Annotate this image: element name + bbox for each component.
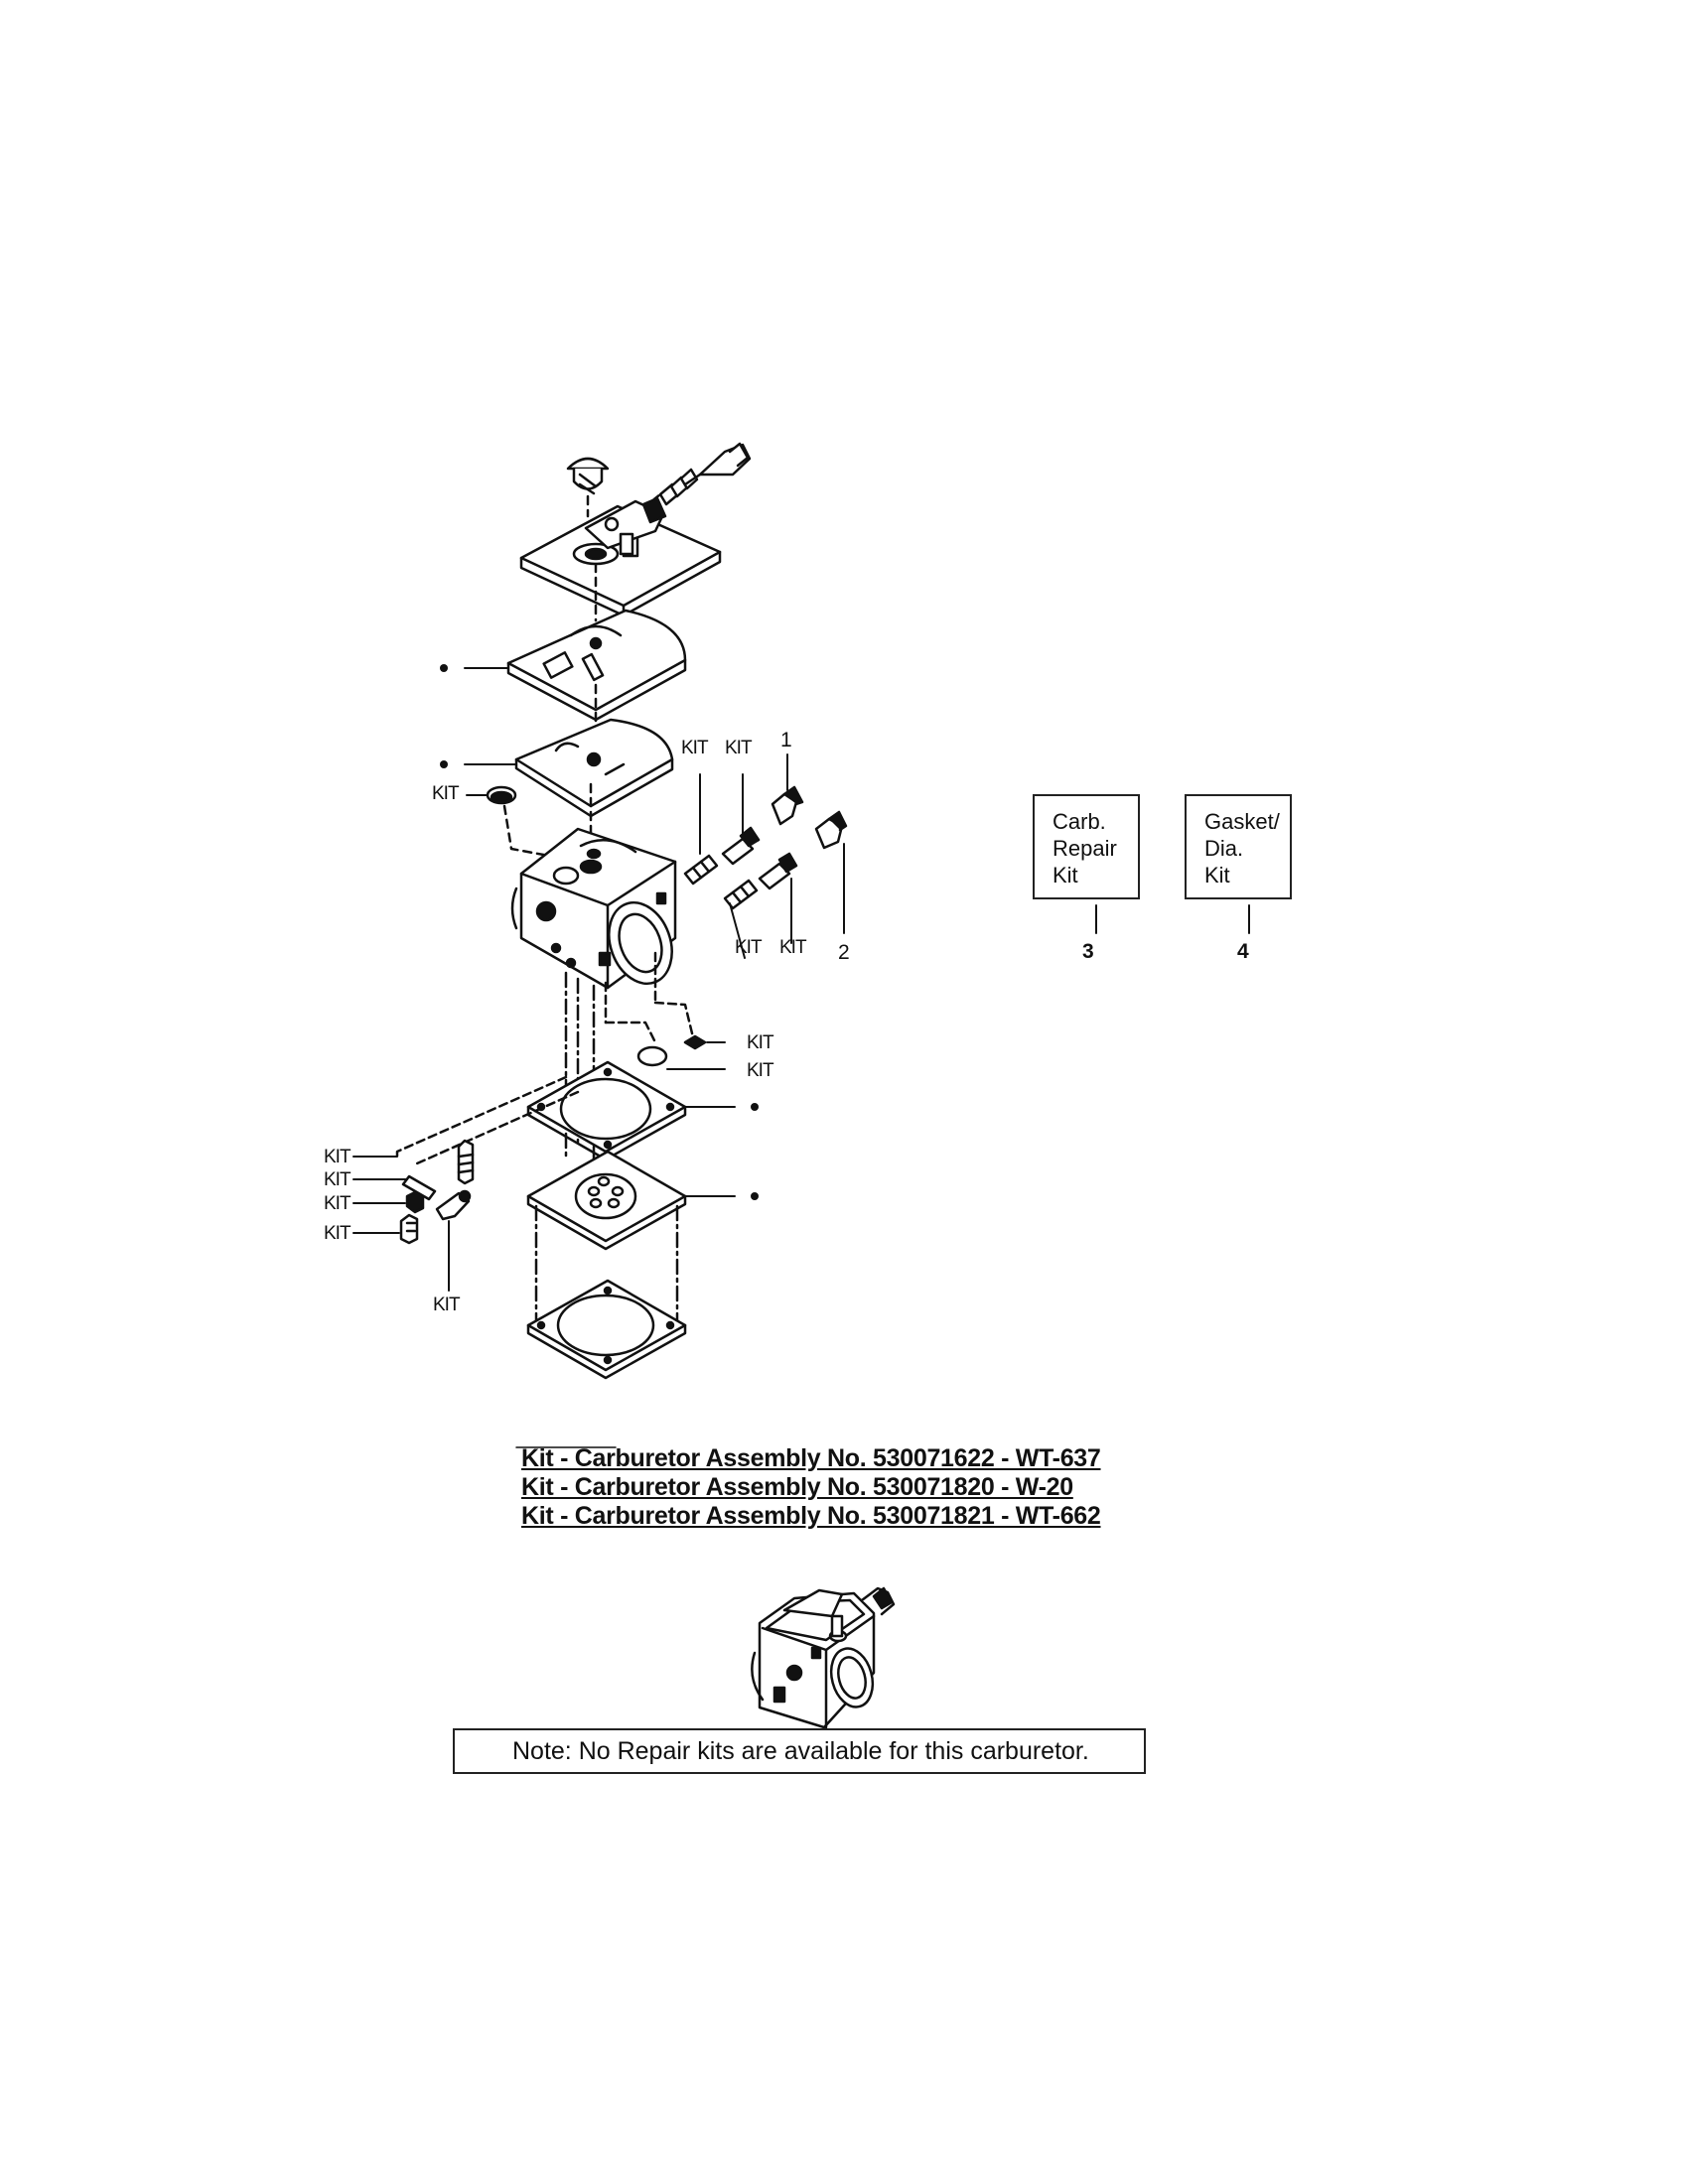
kit-box-line: Kit xyxy=(1052,863,1078,887)
low-speed-needle xyxy=(723,879,759,959)
high-speed-needle xyxy=(683,773,719,886)
callout-kit-high-needle: KIT xyxy=(681,738,709,758)
metering-cover xyxy=(519,496,722,622)
kit-box-line: Kit xyxy=(1204,863,1230,887)
kit-box-line: Carb. xyxy=(1052,809,1106,834)
throttle-small-parts xyxy=(352,1075,580,1292)
callout-item-2: 2 xyxy=(838,941,850,964)
high-speed-limiter xyxy=(721,773,761,866)
kit-box-3-number: 3 xyxy=(1082,940,1094,963)
bullet-mark xyxy=(440,664,448,672)
assembly-title-wt637: Kit - Carburetor Assembly No. 530071622 … xyxy=(521,1444,1101,1472)
callout-kit-inlet-cap: KIT xyxy=(432,783,460,804)
check-valve xyxy=(683,1034,726,1050)
callout-kit-low-limiter: KIT xyxy=(779,937,807,958)
kit-box-4-number: 4 xyxy=(1237,940,1249,963)
fuel-inlet-screen xyxy=(636,1045,726,1070)
bullet-mark xyxy=(751,1192,759,1200)
bullet-mark xyxy=(751,1103,759,1111)
callout-kit-check-valve: KIT xyxy=(747,1032,774,1053)
diaphragm-plate xyxy=(464,609,687,751)
assembled-carburetor-illustration xyxy=(751,1586,896,1729)
callout-kit-part-3: KIT xyxy=(324,1193,351,1214)
low-speed-limiter xyxy=(758,852,798,944)
bullet-mark xyxy=(440,760,448,768)
assembly-title-wt662: Kit - Carburetor Assembly No. 530071821 … xyxy=(521,1502,1101,1530)
limiter-cap-1 xyxy=(771,753,804,826)
kit-box-line: Gasket/ xyxy=(1204,809,1280,834)
pump-diaphragm xyxy=(526,1150,736,1332)
pump-gasket xyxy=(526,1060,736,1161)
callout-kit-part-2: KIT xyxy=(324,1169,351,1190)
adjusting-needle xyxy=(643,442,752,508)
carb-repair-kit-box: Carb. Repair Kit xyxy=(1033,794,1140,899)
callout-kit-low-needle: KIT xyxy=(735,937,763,958)
assembly-title-w20: Kit - Carburetor Assembly No. 530071820 … xyxy=(521,1473,1073,1501)
kit-box-line: Repair xyxy=(1052,836,1117,861)
carburetor-body xyxy=(510,827,695,1193)
callout-kit-part-1: KIT xyxy=(324,1147,351,1167)
pump-cover xyxy=(526,1279,687,1380)
kit-box-line: Dia. xyxy=(1204,836,1244,861)
cover-screw xyxy=(566,457,610,518)
callout-kit-part-5: KIT xyxy=(433,1295,461,1315)
callout-kit-high-limiter: KIT xyxy=(725,738,753,758)
callout-kit-inlet-screen: KIT xyxy=(747,1060,774,1081)
assembly-titles: Kit - Carburetor Assembly No. 530071622 … xyxy=(521,1444,1236,1531)
callout-kit-part-4: KIT xyxy=(324,1223,351,1244)
note-box: Note: No Repair kits are available for t… xyxy=(453,1728,1146,1774)
metering-diaphragm xyxy=(464,718,674,846)
limiter-cap-2 xyxy=(814,810,848,934)
gasket-dia-kit-box: Gasket/ Dia. Kit xyxy=(1185,794,1292,899)
callout-item-1: 1 xyxy=(780,729,792,751)
